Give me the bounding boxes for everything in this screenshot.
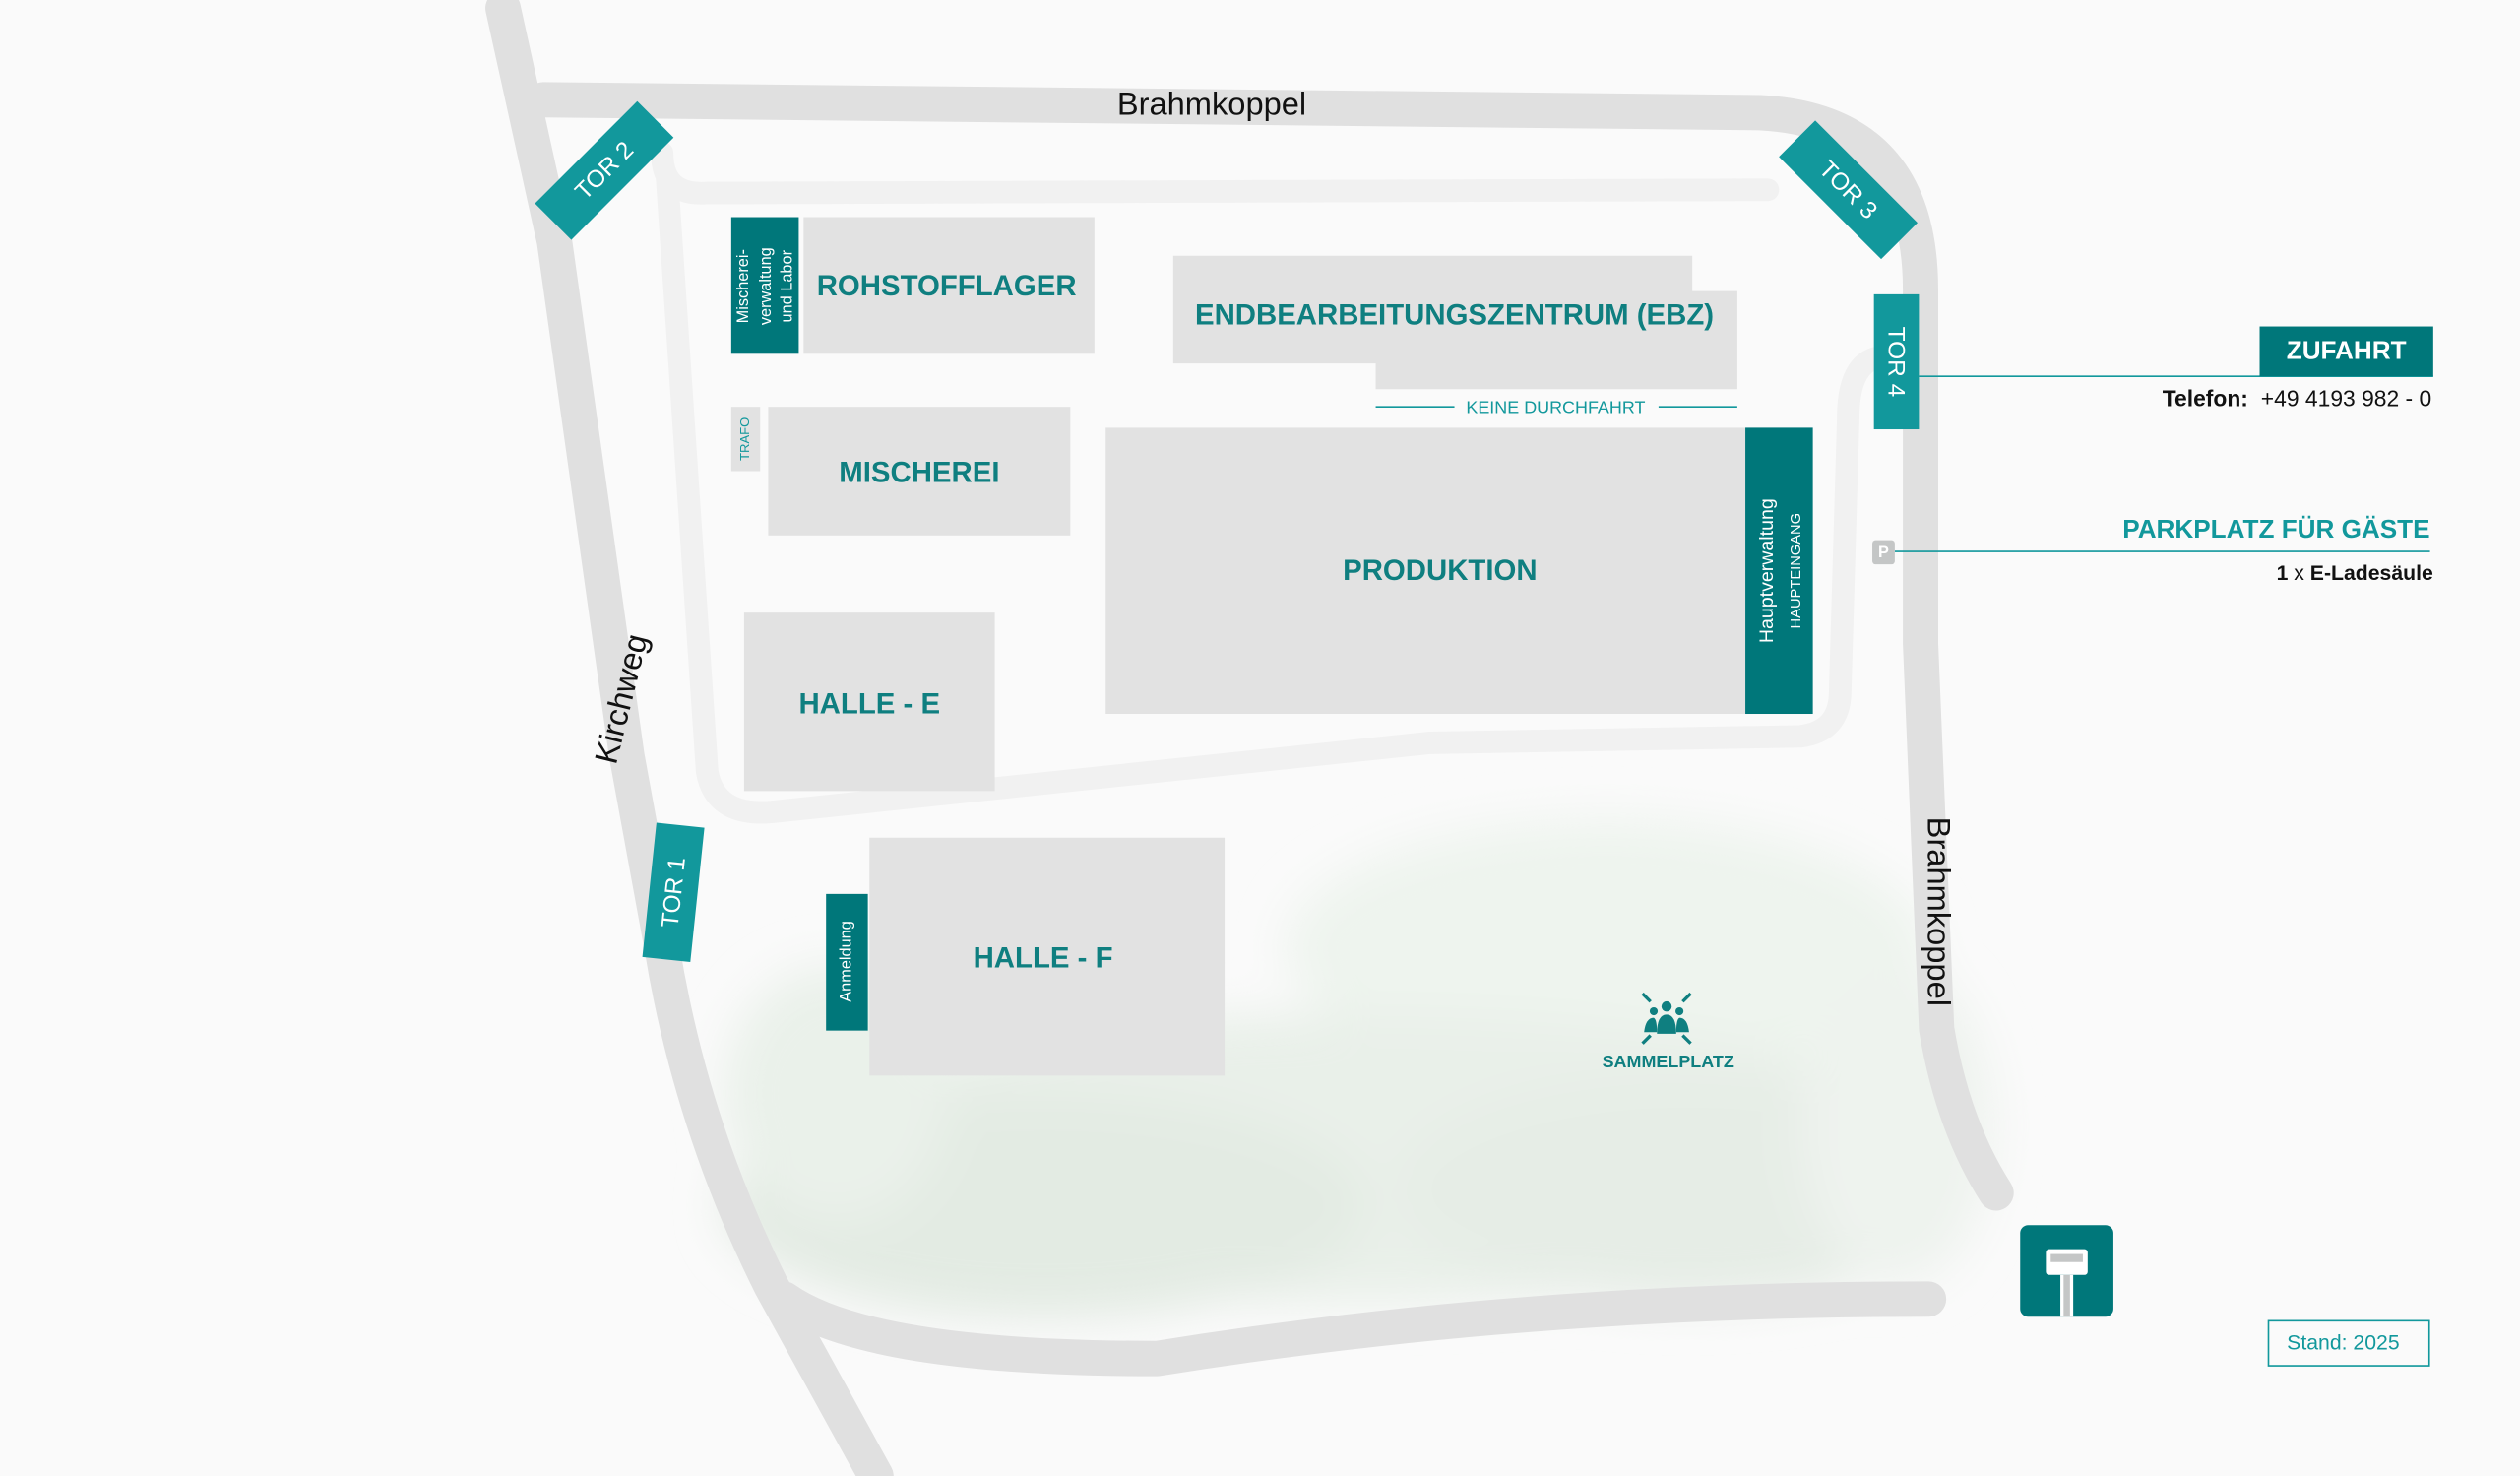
building-ebz: ENDBEARBEITUNGSZENTRUM (EBZ): [1172, 255, 1737, 390]
building-halle-f: HALLE - F: [869, 837, 1226, 1076]
svg-text:verwaltung: verwaltung: [757, 247, 775, 325]
phone-label: Telefon:: [2163, 386, 2248, 412]
stand-box: Stand: 2025: [2267, 1319, 2430, 1367]
svg-text:HALLE - F: HALLE - F: [974, 942, 1113, 975]
svg-text:ROHSTOFFLAGER: ROHSTOFFLAGER: [817, 270, 1077, 302]
svg-text:SAMMELPLATZ: SAMMELPLATZ: [1603, 1052, 1734, 1071]
parking-icon: [1872, 540, 1895, 565]
gate-tor-1: TOR 1: [642, 822, 705, 962]
svg-text:HALLE - E: HALLE - E: [798, 688, 940, 721]
svg-text:Stand: 2025: Stand: 2025: [2287, 1332, 2399, 1355]
road-label-brahmkoppel-right: Brahmkoppel: [1922, 817, 1958, 1006]
road-brahmkoppel: [525, 82, 2014, 1211]
svg-text:Mischerei-: Mischerei-: [734, 249, 752, 323]
building-produktion: PRODUKTION: [1105, 427, 1746, 715]
svg-text:KEINE DURCHFAHRT: KEINE DURCHFAHRT: [1466, 398, 1645, 417]
svg-text:PRODUKTION: PRODUKTION: [1343, 554, 1537, 587]
building-trafo: TRAFO: [730, 407, 761, 472]
building-mischerei: MISCHEREI: [768, 407, 1071, 536]
assembly-point: SAMMELPLATZ: [1603, 992, 1734, 1071]
svg-text:1 x E-Ladesäule: 1 x E-Ladesäule: [2277, 562, 2433, 585]
phone-number: +49 4193 982 - 0: [2261, 386, 2431, 412]
svg-text:Hauptverwaltung: Hauptverwaltung: [1756, 498, 1778, 643]
assembly-point-icon: [1641, 992, 1692, 1045]
zufahrt-callout: ZUFAHRT Telefon: +49 4193 982 - 0: [1919, 326, 2433, 412]
bus-stop-icon: [2020, 1225, 2113, 1317]
building-hauptverwaltung: Hauptverwaltung HAUPTEINGANG: [1745, 427, 1813, 715]
svg-text:P: P: [1878, 544, 1889, 561]
svg-text:PARKPLATZ FÜR GÄSTE: PARKPLATZ FÜR GÄSTE: [2122, 514, 2429, 544]
road-south: [766, 1281, 1947, 1377]
svg-text:TRAFO: TRAFO: [737, 417, 752, 461]
gate-tor-4: TOR 4: [1873, 293, 1920, 430]
building-halle-e: HALLE - E: [743, 612, 995, 792]
svg-text:ZUFAHRT: ZUFAHRT: [2287, 336, 2407, 365]
building-anmeldung: Anmeldung: [826, 893, 868, 1031]
svg-text:MISCHEREI: MISCHEREI: [839, 457, 999, 489]
svg-text:Anmeldung: Anmeldung: [838, 921, 855, 1002]
svg-text:und Labor: und Labor: [778, 249, 795, 322]
green-area: [723, 819, 1993, 1318]
svg-text:HAUPTEINGANG: HAUPTEINGANG: [1789, 513, 1804, 629]
building-mischerei-verwaltung: Mischerei- verwaltung und Labor: [730, 217, 799, 354]
internal-path: [651, 141, 1892, 824]
svg-text:Telefon: +49 4193 982 -: Telefon: +49 4193 982 - 0: [2163, 386, 2431, 412]
building-rohstofflager: ROHSTOFFLAGER: [803, 217, 1095, 354]
svg-text:ENDBEARBEITUNGSZENTRUM (EBZ): ENDBEARBEITUNGSZENTRUM (EBZ): [1195, 299, 1714, 332]
parking-callout: P PARKPLATZ FÜR GÄSTE 1 x E-Ladesäule: [1872, 514, 2433, 585]
svg-text:TOR 4: TOR 4: [1882, 327, 1909, 398]
road-label-brahmkoppel-top: Brahmkoppel: [1117, 85, 1306, 121]
no-through-traffic: KEINE DURCHFAHRT: [1375, 398, 1737, 417]
